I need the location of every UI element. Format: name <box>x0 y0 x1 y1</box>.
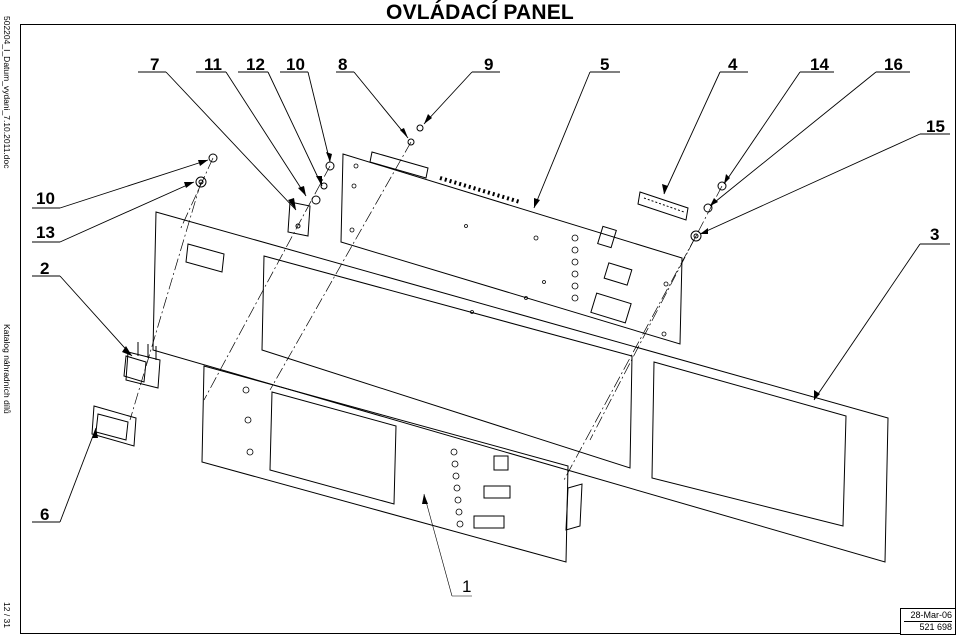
part-connector <box>637 191 689 221</box>
callout-11: 11 <box>204 55 222 74</box>
leader-lines <box>32 71 950 597</box>
callout-9: 9 <box>484 55 493 74</box>
callout-4: 4 <box>728 55 738 74</box>
callout-2: 2 <box>40 259 49 278</box>
callout-8: 8 <box>338 55 347 74</box>
part-bracket <box>287 201 311 237</box>
drawing-frame <box>20 24 956 634</box>
callout-labels: 7 11 12 10 8 9 5 4 14 16 15 10 13 2 3 6 … <box>36 55 945 596</box>
callout-6: 6 <box>40 505 49 524</box>
callout-13: 13 <box>36 223 55 242</box>
drawing-stamp: 28-Mar-06 521 698 <box>900 608 956 635</box>
callout-3: 3 <box>930 225 939 244</box>
assembly-lines <box>129 141 723 481</box>
callout-5: 5 <box>600 55 609 74</box>
callout-7: 7 <box>150 55 159 74</box>
stamp-code: 521 698 <box>904 621 952 633</box>
part-rocker-switch <box>123 342 161 389</box>
callout-15: 15 <box>926 117 945 136</box>
callout-10-top: 10 <box>286 55 305 74</box>
callout-14: 14 <box>810 55 829 74</box>
callout-16: 16 <box>884 55 903 74</box>
part-switch-cover <box>91 405 137 447</box>
part-frame-panel <box>152 211 889 563</box>
hardware-nuts-washers <box>195 124 727 242</box>
callout-12: 12 <box>246 55 265 74</box>
stamp-date: 28-Mar-06 <box>910 610 952 620</box>
part-control-board <box>340 151 683 345</box>
arrowheads <box>92 114 820 504</box>
part-front-panel <box>201 365 583 563</box>
callout-10: 10 <box>36 189 55 208</box>
page-title: OVLÁDACÍ PANEL <box>386 1 574 24</box>
callout-1: 1 <box>462 577 471 596</box>
